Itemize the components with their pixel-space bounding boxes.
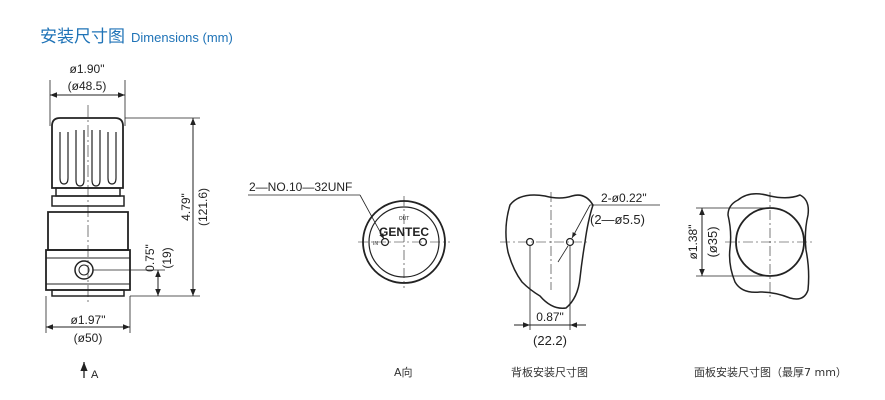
port-height-mm: (19) — [160, 247, 174, 268]
view-a — [248, 194, 450, 288]
back-panel-labels: 2-ø0.22" (2—ø5.5) 0.87" (22.2) — [533, 191, 647, 348]
cutout-diameter-mm: (ø35) — [705, 226, 720, 257]
back-panel-view — [500, 192, 660, 330]
front-view-labels: ø1.90" (ø48.5) 4.79" (121.6) 0.75" (19) … — [68, 62, 210, 381]
spacing-in: 0.87" — [536, 310, 564, 324]
bottom-diameter-in: ø1.97" — [71, 313, 106, 327]
view-a-caption: A向 — [394, 366, 413, 379]
out-label: OUT — [399, 216, 410, 222]
front-view — [45, 80, 200, 378]
in-label: IN — [373, 241, 378, 247]
front-panel-labels: ø1.38" (ø35) — [686, 225, 720, 260]
brand-label: GENTEC — [379, 225, 429, 239]
hole-diameter-in: 2-ø0.22" — [601, 191, 647, 205]
hole-diameter-mm: (2—ø5.5) — [590, 212, 645, 227]
height-mm: (121.6) — [196, 188, 210, 226]
bottom-diameter-mm: (ø50) — [74, 331, 103, 345]
view-arrow-label: A — [91, 369, 99, 381]
top-diameter-mm: (ø48.5) — [68, 79, 107, 93]
back-panel-caption: 背板安装尺寸图 — [511, 366, 588, 379]
thread-label: 2—NO.10—32UNF — [249, 180, 352, 194]
spacing-mm: (22.2) — [533, 333, 567, 348]
front-panel-view — [696, 192, 815, 300]
title-english: Dimensions (mm) — [131, 30, 233, 45]
cutout-diameter-in: ø1.38" — [686, 225, 700, 260]
height-in: 4.79" — [179, 193, 193, 221]
front-panel-caption: 面板安装尺寸图（最厚7 mm） — [694, 366, 847, 379]
view-a-labels: 2—NO.10—32UNF OUT GENTEC IN — [249, 180, 429, 247]
page-title: 安装尺寸图 Dimensions (mm) — [40, 22, 233, 47]
top-diameter-in: ø1.90" — [70, 62, 105, 76]
title-chinese: 安装尺寸图 — [40, 27, 125, 47]
port-height-in: 0.75" — [143, 244, 157, 272]
